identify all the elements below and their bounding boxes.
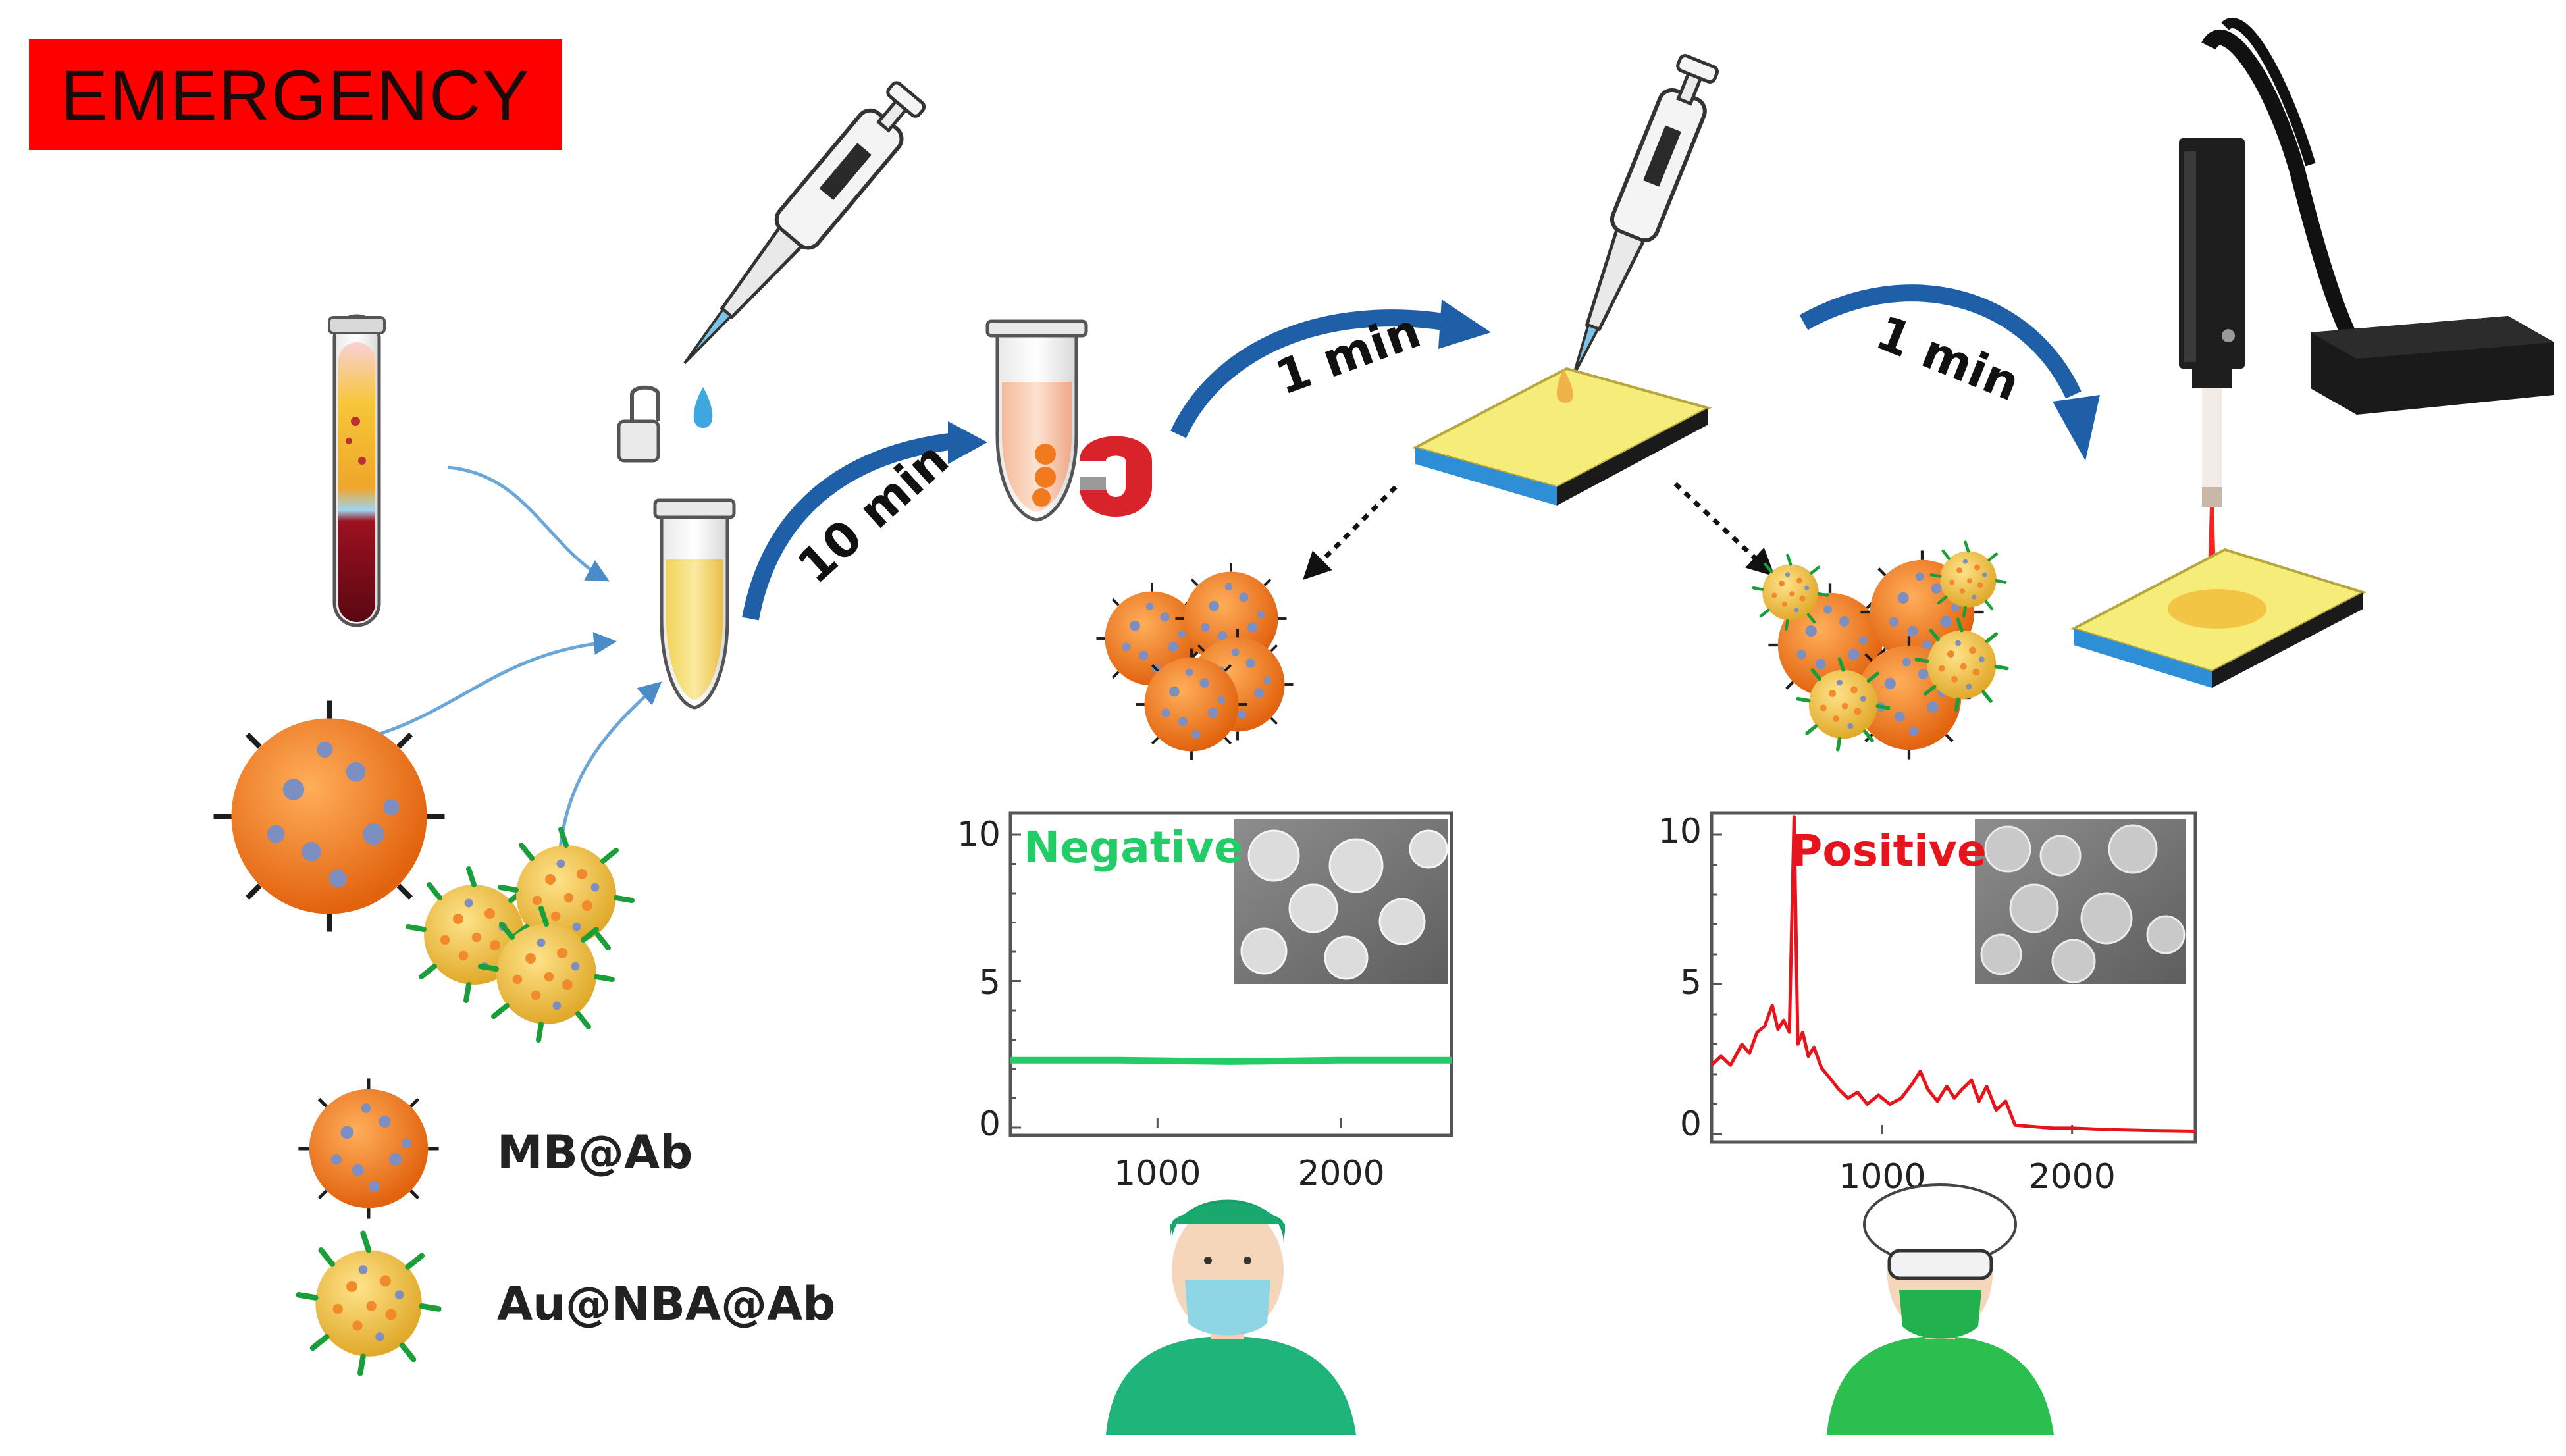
positive-chart-sem-image — [1975, 819, 2186, 984]
step-arrow-1 — [742, 421, 987, 621]
positive-xtick-2000: 2000 — [2028, 1157, 2115, 1197]
sers-substrate — [1411, 367, 1712, 506]
pipette-icon-2 — [1572, 54, 1719, 377]
negative-series-line — [1010, 1056, 1452, 1065]
step-arrow-3 — [1799, 284, 2100, 461]
gold-probe-cluster — [408, 829, 632, 1040]
pipette-icon — [683, 81, 926, 365]
doctor-positive-icon — [1827, 1183, 2054, 1435]
positive-chart: Positive 10 5 0 1000 2000 — [1658, 811, 2197, 1197]
magnetic-separation-tube — [985, 319, 1088, 522]
negative-xtick-2000: 2000 — [1297, 1154, 1384, 1193]
positive-ytick-5: 5 — [1680, 963, 1702, 1002]
negative-bead-cluster — [1095, 561, 1295, 762]
positive-ytick-10: 10 — [1658, 812, 1702, 851]
negative-chart-sem-image — [1234, 819, 1448, 984]
legend-mb-label: MB@Ab — [497, 1126, 693, 1180]
result-arrows — [1303, 482, 1775, 580]
positive-series-line — [1710, 815, 2196, 1133]
reaction-tube — [617, 385, 736, 710]
step-arrow-2 — [1170, 299, 1491, 438]
magnetic-bead-large — [214, 701, 445, 932]
negative-ytick-0: 0 — [979, 1105, 1001, 1144]
negative-chart-title: Negative — [1024, 822, 1244, 873]
negative-chart: Negative 10 5 0 1000 2000 — [957, 811, 1453, 1193]
negative-xtick-1000: 1000 — [1114, 1154, 1201, 1193]
positive-bead-cluster — [1754, 542, 2007, 760]
legend-au-icon — [299, 1234, 439, 1374]
negative-ytick-10: 10 — [957, 815, 1001, 854]
doctor-negative-icon — [1106, 1199, 1356, 1435]
droplet-icon — [693, 387, 713, 428]
positive-ytick-0: 0 — [1680, 1105, 1702, 1144]
magnet-icon — [1080, 436, 1152, 517]
input-arrows — [368, 465, 662, 856]
raman-spectrometer — [2179, 18, 2554, 596]
positive-chart-title: Positive — [1791, 825, 1987, 876]
legend-au-label: Au@NBA@Ab — [497, 1277, 836, 1331]
legend-mb-icon — [298, 1078, 438, 1218]
negative-ytick-5: 5 — [979, 963, 1001, 1002]
blood-collection-tube — [328, 314, 386, 627]
emergency-badge-text: EMERGENCY — [60, 55, 531, 135]
emergency-badge: EMERGENCY — [29, 39, 562, 150]
sers-substrate-readout — [2070, 548, 2367, 688]
